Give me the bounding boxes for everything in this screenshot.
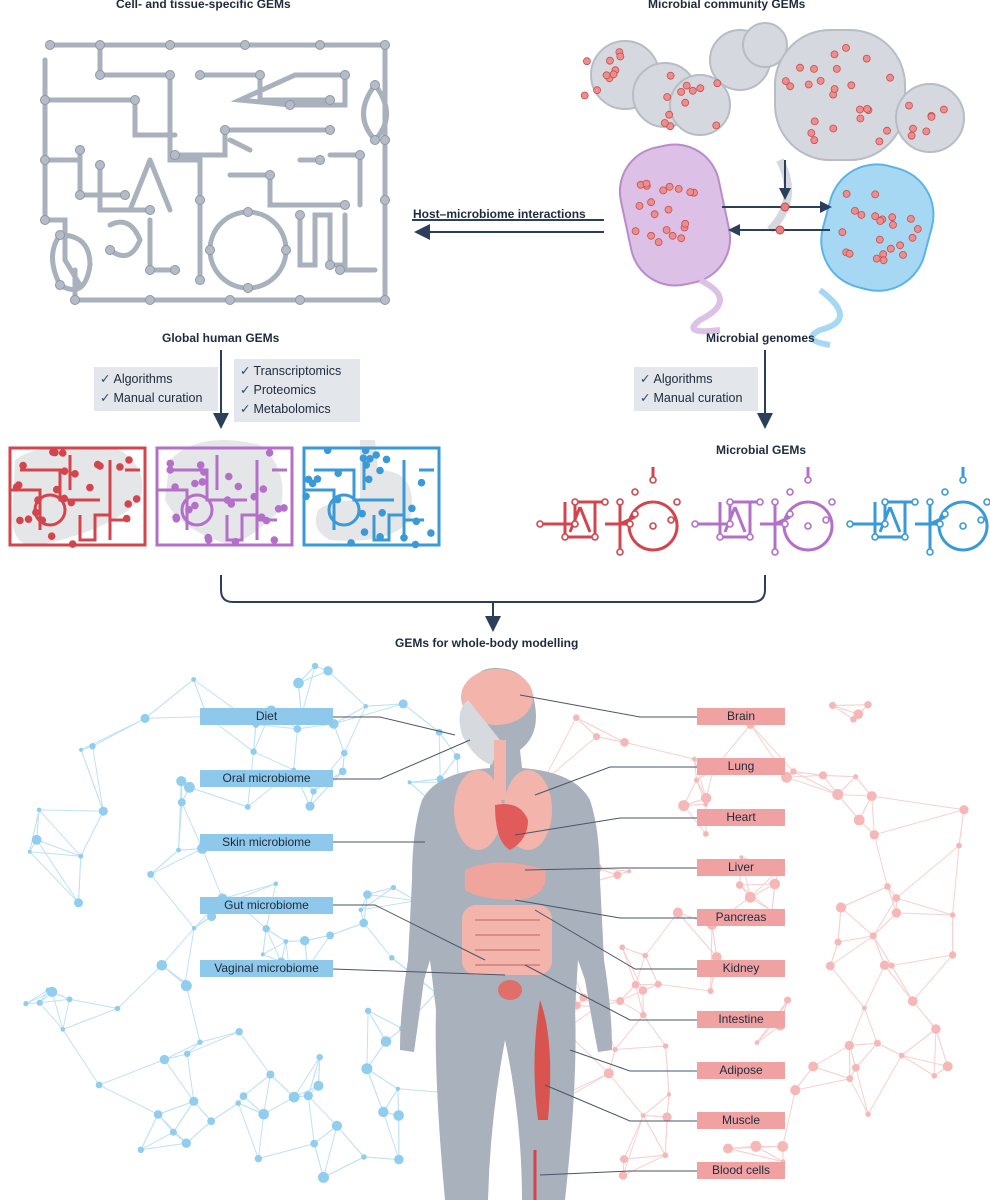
microbial-community-illustration xyxy=(580,22,965,348)
method-item: Algorithms xyxy=(653,372,713,386)
left-methods-box: ✓Algorithms ✓Manual curation xyxy=(94,367,218,411)
omics-item: Proteomics xyxy=(253,383,317,397)
label-oral-microbiome: Oral microbiome xyxy=(200,770,333,787)
label-heart: Heart xyxy=(697,809,785,826)
check-icon: ✓ xyxy=(240,383,251,397)
label-intestine: Intestine xyxy=(697,1011,785,1028)
title-microbial-community-gems: Microbial community GEMs xyxy=(648,0,806,11)
label-vaginal-microbiome: Vaginal microbiome xyxy=(200,960,333,977)
label-brain: Brain xyxy=(697,708,785,725)
right-methods-box: ✓Algorithms ✓Manual curation xyxy=(634,367,758,411)
method-item: Manual curation xyxy=(653,391,743,405)
host-microbiome-label: Host–microbiome interactions xyxy=(413,207,586,221)
label-adipose: Adipose xyxy=(697,1062,785,1079)
method-item: Manual curation xyxy=(113,391,203,405)
method-item: Algorithms xyxy=(113,372,173,386)
microbial-gems-label: Microbial GEMs xyxy=(716,443,807,457)
title-cell-tissue-gems: Cell- and tissue-specific GEMs xyxy=(116,0,291,11)
tissue-specific-gems xyxy=(8,440,441,549)
label-gut-microbiome: Gut microbiome xyxy=(200,897,333,914)
check-icon: ✓ xyxy=(240,402,251,416)
label-blood-cells: Blood cells xyxy=(697,1162,785,1179)
omics-item: Transcriptomics xyxy=(253,364,342,378)
omics-box: ✓Transcriptomics ✓Proteomics ✓Metabolomi… xyxy=(234,359,360,422)
label-leader-lines xyxy=(332,694,697,1176)
microbial-genomes-label: Microbial genomes xyxy=(706,331,815,345)
label-lung: Lung xyxy=(697,758,785,775)
whole-body-modelling-label: GEMs for whole-body modelling xyxy=(395,636,579,650)
check-icon: ✓ xyxy=(100,391,111,405)
check-icon: ✓ xyxy=(240,364,251,378)
label-kidney: Kidney xyxy=(697,960,785,977)
human-body-illustration xyxy=(400,668,612,1200)
global-human-gems-label: Global human GEMs xyxy=(162,331,280,345)
merge-bracket xyxy=(220,575,766,603)
check-icon: ✓ xyxy=(640,372,651,386)
label-muscle: Muscle xyxy=(697,1112,785,1129)
host-network-red xyxy=(497,701,969,1180)
label-liver: Liver xyxy=(697,859,785,876)
network-nodes xyxy=(40,40,390,305)
check-icon: ✓ xyxy=(100,372,111,386)
label-skin-microbiome: Skin microbiome xyxy=(200,834,333,851)
global-metabolic-network xyxy=(42,42,389,303)
microbial-gems-networks xyxy=(536,467,990,556)
check-icon: ✓ xyxy=(640,391,651,405)
label-pancreas: Pancreas xyxy=(697,909,785,926)
omics-item: Metabolomics xyxy=(253,402,331,416)
label-diet: Diet xyxy=(200,708,333,725)
